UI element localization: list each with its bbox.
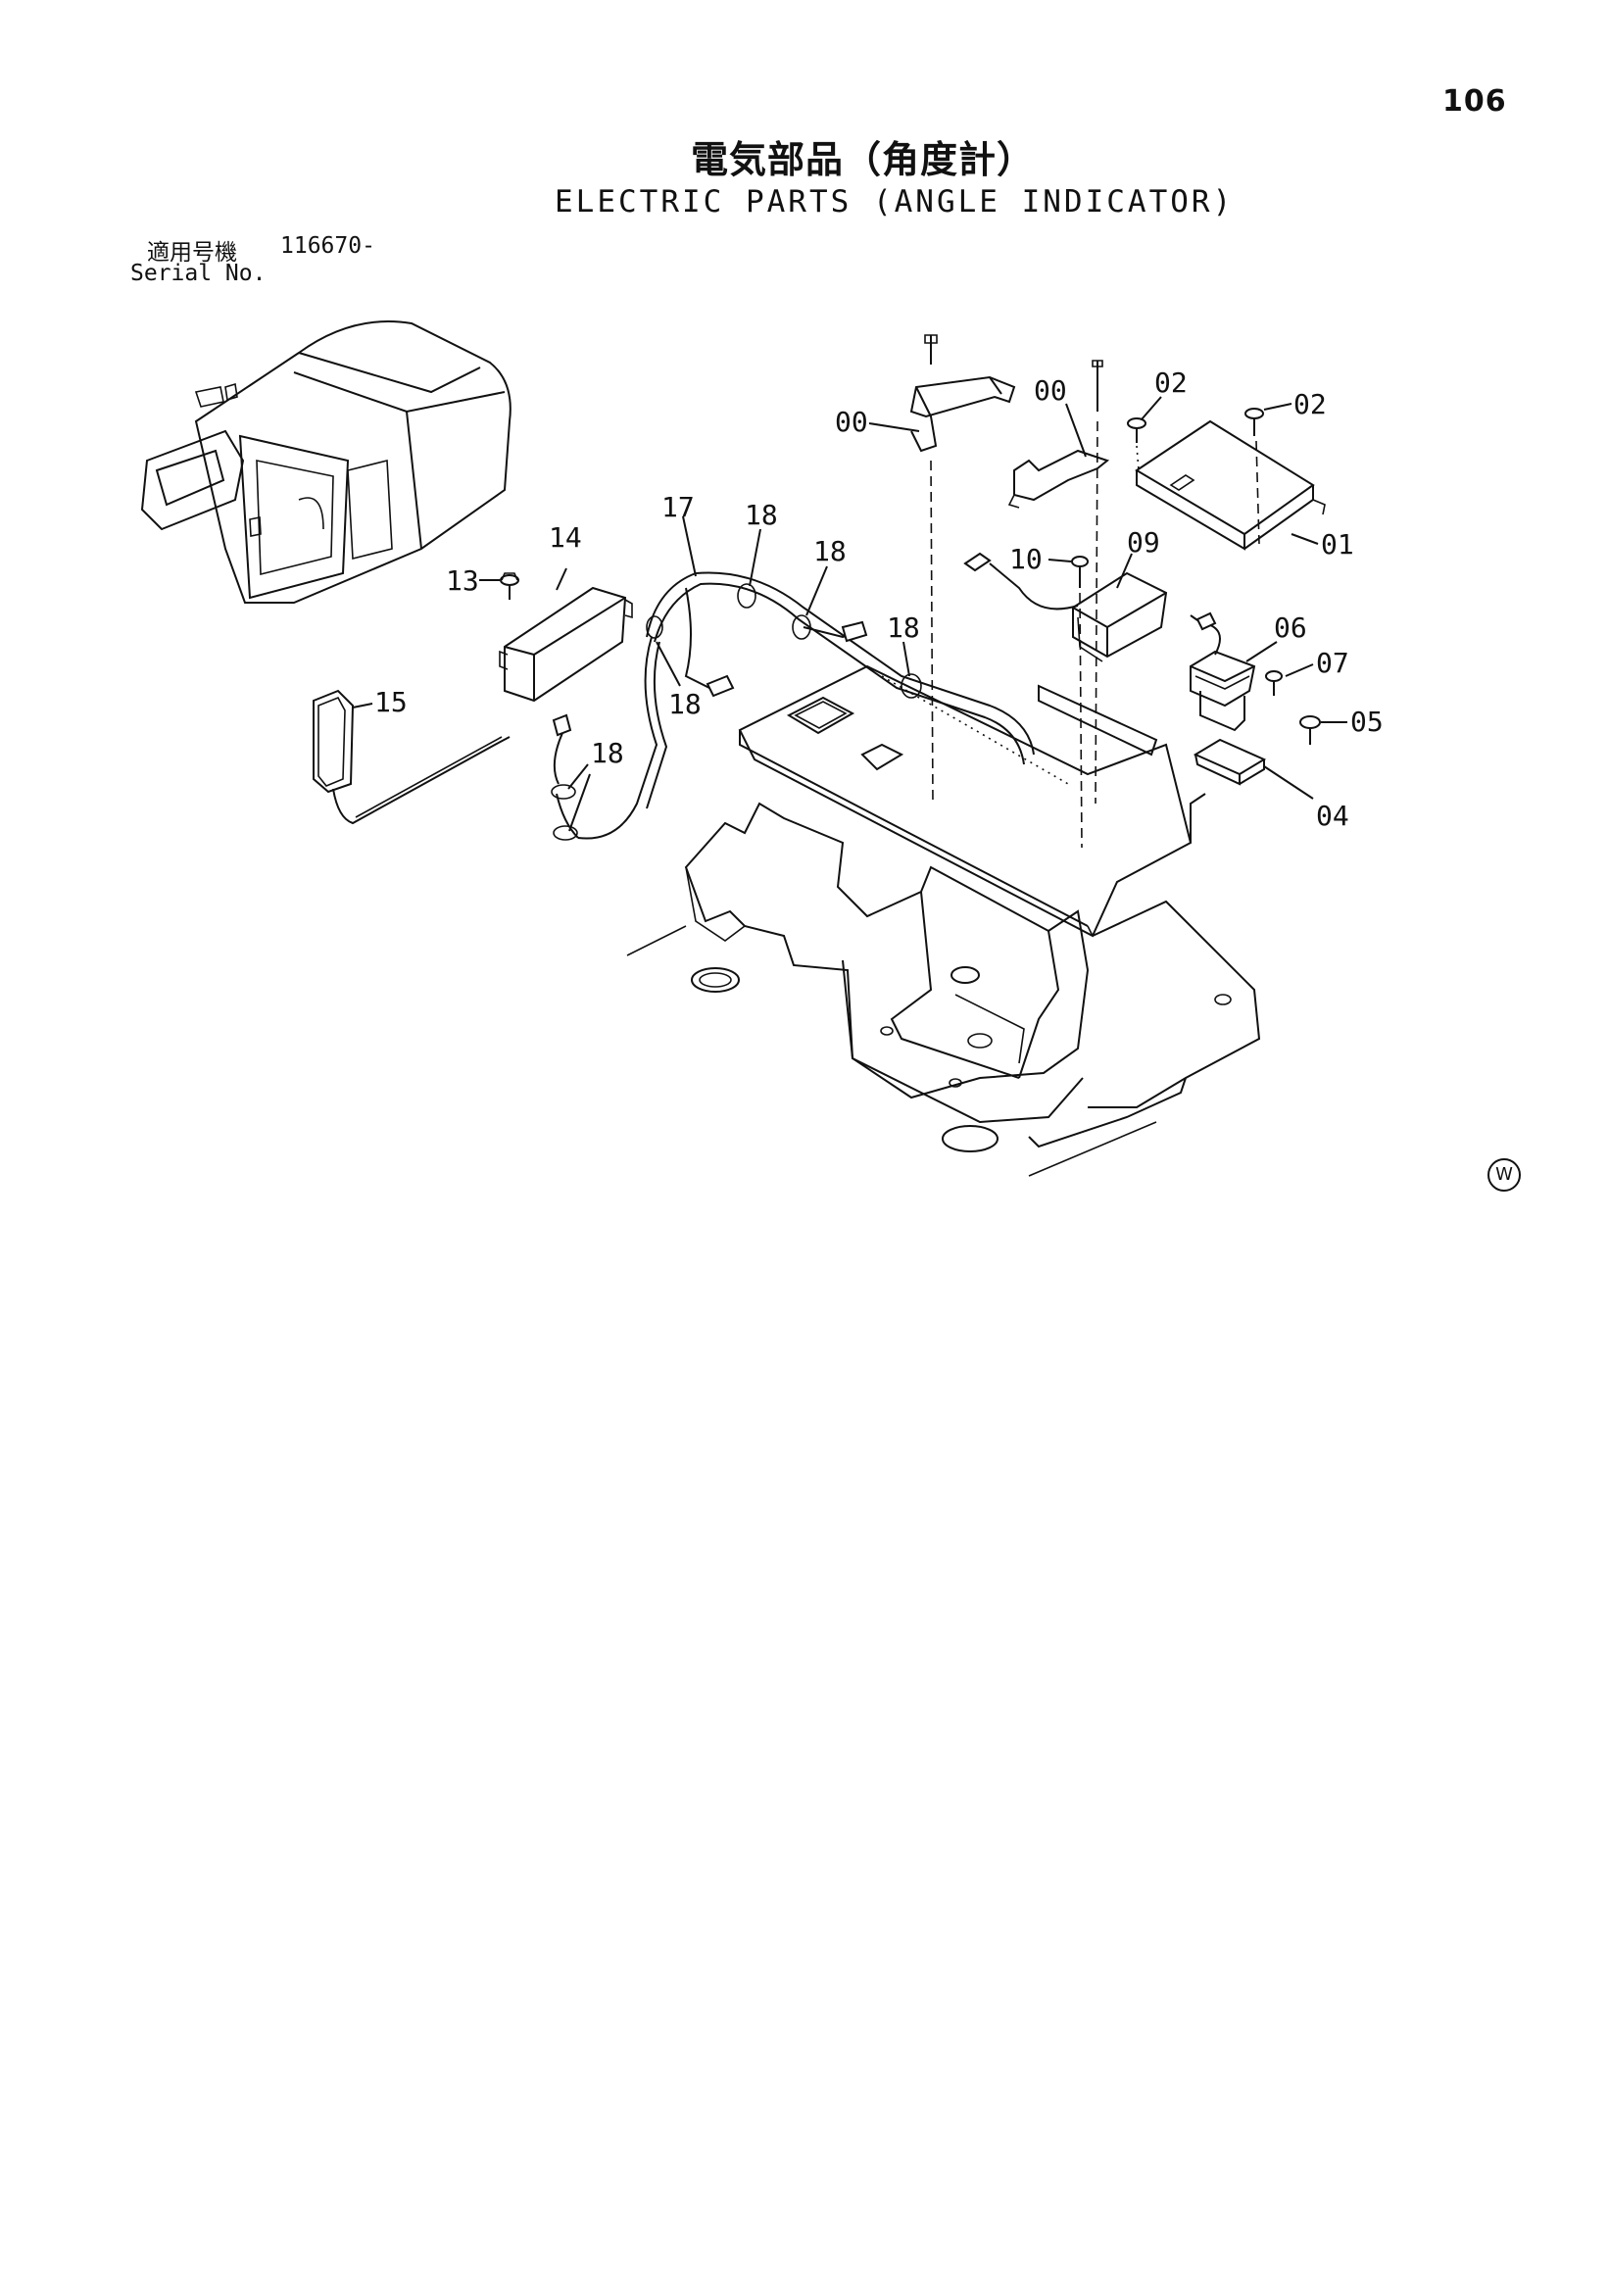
part-07-screw — [1265, 670, 1283, 696]
serial-label-english: Serial No. — [130, 261, 267, 286]
callout-15: 15 — [374, 686, 408, 718]
floor-plate-assembly — [626, 664, 1261, 1177]
part-01-controller — [1135, 419, 1326, 551]
page-number: 106 — [1442, 84, 1507, 119]
part-05-bolt — [1299, 715, 1321, 745]
callout-06: 06 — [1274, 611, 1307, 644]
part-09-sensor — [963, 552, 1168, 662]
part-14-box — [499, 586, 633, 703]
part-15-panel — [313, 689, 511, 825]
callout-00-right: 00 — [1034, 374, 1067, 407]
callout-07: 07 — [1316, 647, 1349, 679]
callout-18-right: 18 — [887, 611, 920, 644]
leader-lines — [352, 396, 1347, 832]
callout-14: 14 — [549, 521, 582, 554]
callout-13: 13 — [446, 564, 479, 597]
callout-09: 09 — [1127, 526, 1160, 559]
callout-02-right: 02 — [1293, 388, 1327, 420]
callout-17: 17 — [661, 491, 695, 523]
callout-18-top: 18 — [745, 499, 778, 531]
callout-00-left: 00 — [835, 406, 868, 438]
part-06-display — [1190, 611, 1256, 732]
callout-02-left: 02 — [1154, 366, 1188, 399]
callout-05: 05 — [1350, 706, 1384, 738]
callout-04: 04 — [1316, 800, 1349, 832]
part-02-screw-right — [1244, 408, 1264, 545]
callout-18-bottom: 18 — [591, 737, 624, 769]
page-title-japanese: 電気部品（角度計） — [691, 138, 1036, 181]
part-04-bracket — [1193, 738, 1267, 786]
part-02-screw-left — [1127, 417, 1146, 471]
serial-label-japanese: 適用号機 — [147, 240, 237, 266]
corner-circle-mark: W — [1487, 1158, 1521, 1192]
page-title-english: ELECTRIC PARTS (ANGLE INDICATOR) — [555, 184, 1235, 220]
callout-18-left: 18 — [668, 688, 702, 720]
part-13-screw — [500, 572, 519, 600]
excavator-thumbnail — [140, 320, 512, 604]
part-17-harness — [551, 571, 1035, 841]
callout-01: 01 — [1321, 528, 1354, 561]
part-00-bracket-left — [909, 334, 1016, 805]
serial-number-value: 116670- — [280, 233, 375, 259]
callout-10: 10 — [1009, 543, 1043, 575]
callout-18-mid: 18 — [813, 535, 847, 567]
part-00-bracket-right — [1007, 360, 1110, 805]
